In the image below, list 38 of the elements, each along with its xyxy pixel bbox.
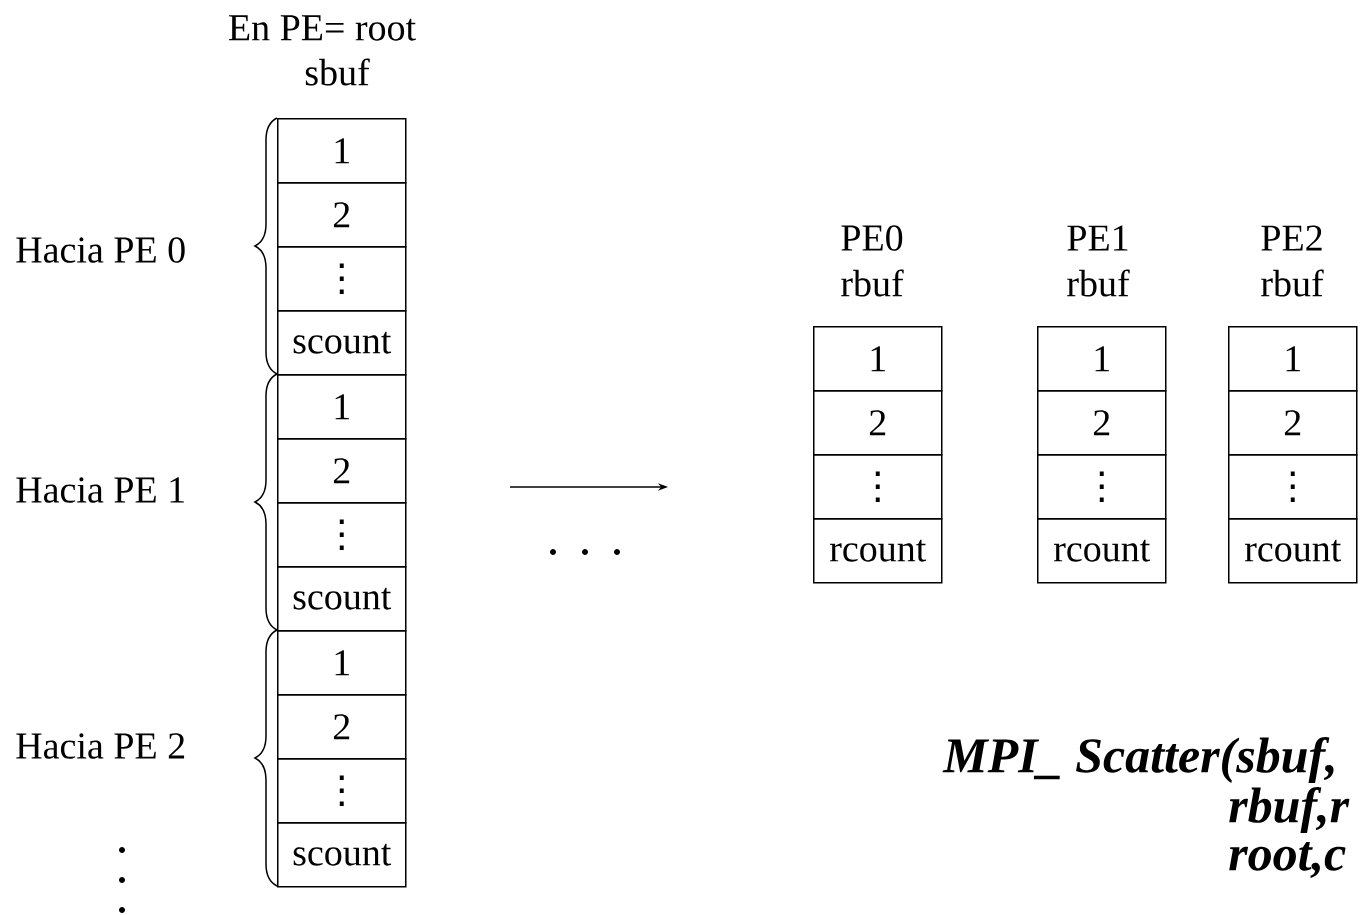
code-text: rbuf,r <box>1229 787 1350 833</box>
header-text: Hacia PE 0 <box>16 237 185 263</box>
header-text: Hacia PE 1 <box>16 477 184 503</box>
memory-cell: 1 <box>1228 326 1358 392</box>
memory-cell: rcount <box>1228 518 1358 584</box>
header-text: En PE= root <box>229 15 416 41</box>
memory-cell: 1 <box>277 374 407 440</box>
memory-cell: 1 <box>277 630 407 696</box>
header-text: PE2 <box>1261 225 1322 251</box>
code-text: MPI_ Scatter(sbuf, <box>942 737 1334 783</box>
memory-cell: scount <box>277 310 407 376</box>
memory-cell: 2 <box>277 694 407 760</box>
code-text: root,c <box>1229 842 1346 878</box>
header-text: sbuf <box>305 58 370 86</box>
memory-cell: 1 <box>1037 326 1167 392</box>
memory-cell: 2 <box>1228 390 1358 456</box>
header-text: PE1 <box>1067 225 1128 251</box>
header-text: rbuf <box>841 269 904 297</box>
memory-cell: 2 <box>277 438 407 504</box>
memory-cell: ⋮ <box>277 502 407 568</box>
memory-cell: ⋮ <box>813 454 943 520</box>
header-text: rbuf <box>1261 269 1324 297</box>
memory-cell: scount <box>277 822 407 888</box>
memory-cell: ⋮ <box>1037 454 1167 520</box>
memory-cell: rcount <box>1037 518 1167 584</box>
memory-cell: scount <box>277 566 407 632</box>
memory-cell: ⋮ <box>277 758 407 824</box>
memory-cell: 2 <box>1037 390 1167 456</box>
memory-cell: 1 <box>813 326 943 392</box>
memory-cell: ⋮ <box>1228 454 1358 520</box>
memory-cell: ⋮ <box>277 246 407 312</box>
memory-cell: 2 <box>813 390 943 456</box>
memory-cell: rcount <box>813 518 943 584</box>
header-text: PE0 <box>841 225 903 251</box>
header-text: rbuf <box>1067 269 1130 297</box>
memory-cell: 1 <box>277 118 407 184</box>
memory-cell: 2 <box>277 182 407 248</box>
header-text: Hacia PE 2 <box>16 733 185 759</box>
